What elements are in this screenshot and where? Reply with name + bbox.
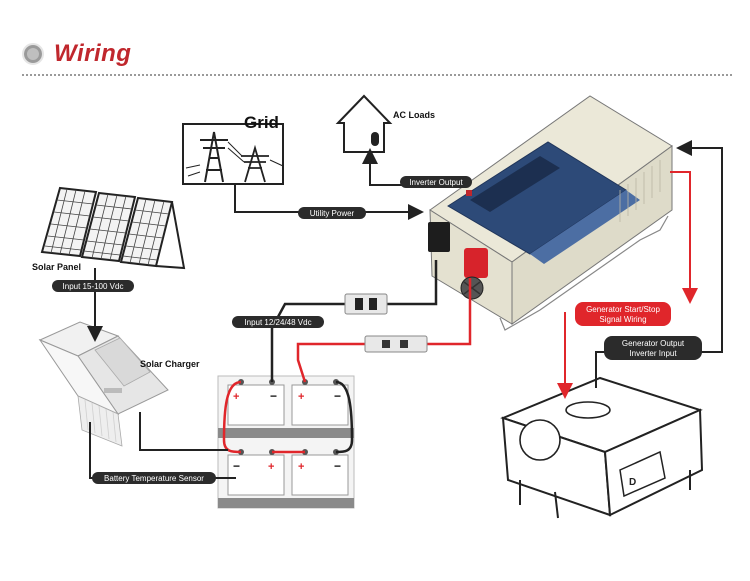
solar-panel-icon bbox=[40, 186, 186, 270]
svg-text:Input 15-100 Vdc: Input 15-100 Vdc bbox=[63, 282, 124, 291]
inverter-output-tag: Inverter Output bbox=[400, 176, 472, 188]
battery-cell: + − bbox=[291, 384, 349, 426]
input-pv-tag: Input 15-100 Vdc bbox=[52, 280, 134, 292]
title-divider bbox=[22, 74, 732, 76]
solar-charger-icon bbox=[38, 321, 169, 447]
generator-icon: D bbox=[500, 376, 704, 519]
svg-text:Inverter Input: Inverter Input bbox=[629, 349, 677, 358]
inverter-icon bbox=[428, 95, 673, 331]
generator-signal-tag: Generator Start/Stop Signal Wiring bbox=[575, 302, 671, 326]
svg-text:−: − bbox=[334, 459, 341, 473]
svg-text:−: − bbox=[270, 389, 277, 403]
svg-text:Battery Temperature Sensor: Battery Temperature Sensor bbox=[104, 474, 204, 483]
svg-text:+: + bbox=[298, 391, 304, 403]
grid-label: Grid bbox=[244, 113, 279, 132]
svg-text:+: + bbox=[298, 461, 304, 473]
svg-text:+: + bbox=[233, 391, 239, 403]
svg-text:Utility Power: Utility Power bbox=[310, 209, 355, 218]
svg-text:Inverter Output: Inverter Output bbox=[409, 178, 463, 187]
svg-text:Generator Output: Generator Output bbox=[622, 339, 685, 348]
battery-sensor-tag: Battery Temperature Sensor bbox=[92, 472, 216, 484]
svg-text:D: D bbox=[629, 477, 636, 488]
svg-text:−: − bbox=[334, 389, 341, 403]
svg-text:Generator Start/Stop: Generator Start/Stop bbox=[586, 305, 660, 314]
svg-text:+: + bbox=[268, 461, 274, 473]
utility-power-tag: Utility Power bbox=[298, 207, 366, 219]
svg-text:−: − bbox=[233, 459, 240, 473]
battery-cell: + − bbox=[227, 384, 285, 426]
header: Wiring bbox=[22, 38, 131, 70]
battery-bank: + − + − − + + − bbox=[217, 375, 355, 509]
ac-loads-label: AC Loads bbox=[393, 110, 435, 120]
battery-cell: + − bbox=[291, 454, 349, 496]
solar-charger-label: Solar Charger bbox=[140, 359, 200, 369]
input-battery-tag: Input 12/24/48 Vdc bbox=[232, 316, 324, 328]
battery-cell: − + bbox=[227, 454, 285, 496]
svg-text:Input 12/24/48 Vdc: Input 12/24/48 Vdc bbox=[244, 318, 311, 327]
svg-text:Signal Wiring: Signal Wiring bbox=[599, 315, 646, 324]
bullet-icon bbox=[22, 43, 44, 65]
house-icon bbox=[335, 94, 393, 153]
solar-panel-label: Solar Panel bbox=[32, 262, 81, 272]
page-title: Wiring bbox=[54, 40, 132, 67]
generator-output-tag: Generator Output Inverter Input bbox=[604, 336, 702, 360]
grid-icon bbox=[182, 123, 284, 185]
